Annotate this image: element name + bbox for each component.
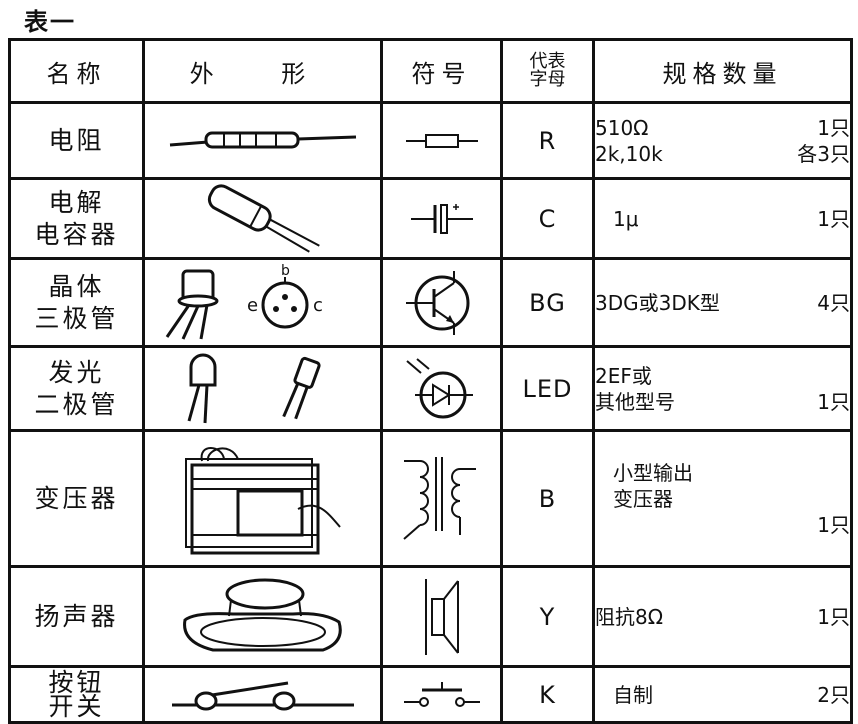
row-code: Y [500,565,595,668]
spec-quantity: 1只 [817,389,850,414]
transistor-symbol-icon [380,257,503,348]
row-spec: 3DG或3DK型 4只 [592,257,853,348]
table-caption: 表一 [24,8,76,36]
pin-e-label: e [247,295,258,316]
header-row: 名称 外 形 符号 代表 字母 规格数量 [8,38,853,104]
header-code-line2: 字母 [529,69,566,90]
capacitor-symbol-icon [380,177,503,260]
row-name: 扬声器 [8,565,145,668]
row-spec: 阻抗8Ω 1只 [592,565,853,668]
table-row: 发光 二极管 [8,345,853,432]
row-code: R [500,101,595,180]
table-row: 扬声器 Y 阻抗8Ω 1只 [8,565,853,668]
resistor-drawing-icon [142,101,383,180]
transistor-drawing-icon: e b c [142,257,383,348]
row-name: 电阻 [8,101,145,180]
row-code: K [500,665,595,724]
spec-line: 自制 2只 [597,682,850,708]
row-name: 电解 电容器 [8,177,145,260]
push-button-drawing-icon [142,665,383,724]
spec-value: 1μ [613,206,639,231]
row-code: BG [500,257,595,348]
header-spec: 规格数量 [592,38,853,104]
spec-line: 小型输出 [597,460,849,486]
table-row: 变压器 [8,429,853,568]
speaker-symbol-icon [380,565,503,668]
row-spec: 小型输出 变压器 1只 [592,429,853,568]
spec-value: 510Ω [595,115,649,140]
table-row: 电阻 R 510Ω 1只 2k,10k 各3只 [8,101,853,180]
spec-value: 其他型号 [595,389,676,414]
row-spec: 1μ 1只 [592,177,853,260]
row-code: C [500,177,595,260]
spec-value: 3DG或3DK型 [595,290,720,315]
spec-line: 2k,10k 各3只 [595,141,850,167]
row-name-line2: 开关 [48,691,105,721]
spec-quantity: 1只 [817,512,850,537]
row-name-line2: 二极管 [34,389,119,419]
row-name: 发光 二极管 [8,345,145,432]
transformer-drawing-icon [142,429,383,568]
spec-quantity: 各3只 [797,141,850,166]
row-name-line1: 按钮 [48,667,105,697]
spec-quantity: 4只 [817,290,850,315]
spec-line: 变压器 [597,486,849,512]
spec-quantity: 1只 [817,115,850,140]
spec-line: 3DG或3DK型 4只 [595,290,850,316]
header-symbol: 符号 [380,38,503,104]
spec-value: 小型输出 [613,460,693,485]
table-row: 电解 电容器 C 1 [8,177,853,260]
spec-line: 其他型号 1只 [595,389,850,415]
resistor-symbol-icon [380,101,503,180]
row-spec: 510Ω 1只 2k,10k 各3只 [592,101,853,180]
speaker-drawing-icon [142,565,383,668]
spec-value: 2EF或 [595,363,652,388]
pin-b-label: b [281,263,290,279]
led-symbol-icon [380,345,503,432]
row-code: LED [500,345,595,432]
row-name-line1: 扬声器 [34,601,119,631]
row-name-line1: 晶体 [48,271,105,301]
row-code: B [500,429,595,568]
components-table: 名称 外 形 符号 代表 字母 规格数量 电阻 [8,38,853,724]
push-button-symbol-icon [380,665,503,724]
row-name-line2: 三极管 [34,303,119,333]
row-spec: 自制 2只 [592,665,853,724]
header-code: 代表 字母 [500,38,595,104]
spec-value: 2k,10k [595,141,663,166]
row-name-line1: 发光 [48,357,105,387]
spec-quantity: 1只 [817,604,850,629]
pin-c-label: c [313,295,323,316]
row-name: 变压器 [8,429,145,568]
row-name: 晶体 三极管 [8,257,145,348]
row-name-line1: 电解 [48,187,105,217]
spec-line: 2EF或 [595,363,849,389]
spec-quantity: 1只 [817,206,850,231]
table-row: 晶体 三极管 e b c [8,257,853,348]
spec-quantity: 2只 [817,682,850,707]
spec-value: 阻抗8Ω [595,604,664,629]
table-row: 按钮 开关 K 自制 2只 [8,665,853,724]
header-appearance: 外 形 [142,38,383,104]
spec-line: 1μ 1只 [597,206,850,232]
row-spec: 2EF或 其他型号 1只 [592,345,853,432]
spec-line: 510Ω 1只 [595,115,850,141]
transformer-symbol-icon [380,429,503,568]
spec-value: 变压器 [613,486,673,511]
row-name-line1: 变压器 [34,483,119,513]
led-drawing-icon [142,345,383,432]
electrolytic-capacitor-drawing-icon [142,177,383,260]
header-name: 名称 [8,38,145,104]
spec-value: 自制 [613,682,653,707]
spec-line: 1只 [597,512,850,538]
header-code-line1: 代表 [529,51,566,72]
row-name-line1: 电阻 [48,125,105,155]
row-name-line2: 电容器 [34,219,119,249]
spec-line: 阻抗8Ω 1只 [595,604,850,630]
row-name: 按钮 开关 [8,665,145,724]
